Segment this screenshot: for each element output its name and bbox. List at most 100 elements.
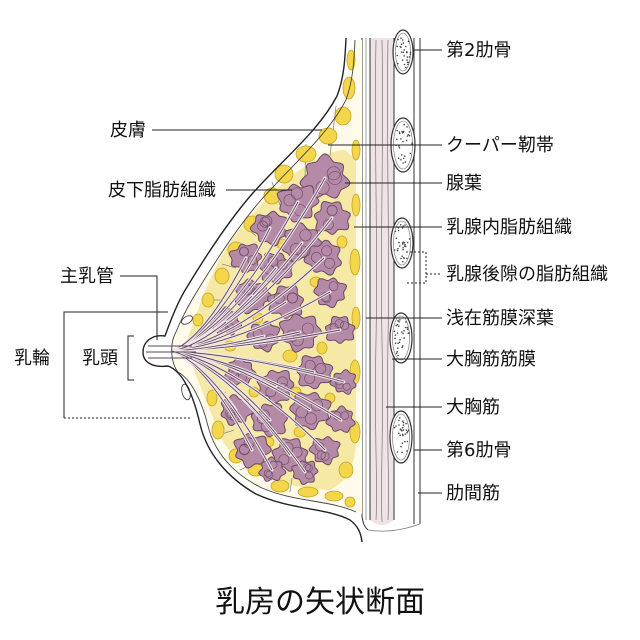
bone-speckle — [399, 319, 401, 321]
bone-speckle — [406, 59, 408, 61]
bone-speckle — [405, 429, 408, 431]
fat-lobule — [192, 313, 204, 327]
bone-speckle — [405, 45, 407, 48]
gland-lobule — [324, 257, 335, 269]
bone-speckle — [401, 346, 403, 349]
bone-speckle — [394, 334, 397, 336]
bone-speckle — [408, 131, 411, 133]
label-areola: 乳輪 — [14, 348, 50, 369]
gland-lobule — [225, 408, 235, 418]
bone-speckle — [401, 442, 404, 445]
leader-line-main-duct — [120, 275, 158, 340]
gland-lobule — [305, 471, 313, 480]
gland-lobule — [303, 463, 312, 471]
label-retromammary-fat: 乳腺後隙の脂肪組織 — [446, 264, 608, 285]
gland-lobule — [328, 281, 339, 292]
gland-lobule — [289, 243, 302, 256]
bone-speckle — [402, 247, 404, 249]
bone-speckle — [406, 56, 409, 58]
bone-speckle — [397, 229, 400, 232]
bone-speckle — [401, 242, 404, 244]
bone-speckle — [403, 49, 406, 51]
bone-speckle — [404, 224, 406, 226]
bone-speckle — [408, 61, 410, 64]
bone-speckle — [397, 247, 399, 250]
bone-speckle — [400, 37, 402, 39]
bone-speckle — [405, 245, 407, 248]
bone-speckle — [403, 337, 405, 339]
label-gland-lobe: 腺葉 — [446, 173, 482, 194]
gland-lobule — [278, 454, 290, 465]
bone-speckle — [407, 63, 409, 66]
bone-speckle — [407, 133, 410, 136]
bone-speckle — [396, 54, 399, 57]
bone-speckle — [394, 230, 397, 233]
skin-outer-line — [142, 37, 363, 543]
chest-wall-bottom — [367, 523, 421, 532]
bone-speckle — [403, 155, 406, 157]
bone-speckle — [395, 324, 398, 327]
gland-lobule — [268, 256, 279, 267]
bone-speckle — [396, 45, 398, 48]
bone-speckle — [403, 245, 406, 247]
fat-lobule — [324, 490, 344, 502]
bone-speckle — [399, 434, 402, 437]
bone-speckle — [396, 129, 398, 132]
bone-speckle — [396, 332, 399, 334]
bone-speckle — [398, 132, 401, 135]
bracket-nipple — [127, 335, 134, 381]
gland-lobule — [310, 251, 322, 263]
bone-speckle — [407, 40, 410, 42]
bone-speckle — [404, 433, 407, 435]
fat-lobule — [336, 235, 348, 249]
bone-speckle — [398, 147, 401, 149]
gland-lobule — [277, 259, 288, 270]
bone-speckle — [402, 51, 405, 54]
fat-lobule — [351, 306, 361, 330]
bone-speckle — [393, 426, 396, 429]
label-pectoralis-major: 大胸筋 — [446, 397, 500, 418]
bone-speckle — [398, 321, 400, 323]
bracket-retromammary-fat — [406, 251, 427, 284]
gland-lobule — [226, 410, 237, 420]
gland-lobule — [342, 382, 351, 391]
bone-speckle — [401, 154, 403, 156]
bone-speckle — [405, 66, 407, 69]
bone-speckle — [405, 257, 408, 260]
bone-speckle — [398, 424, 400, 426]
bone-speckle — [404, 243, 406, 246]
bone-speckle — [407, 429, 410, 431]
bone-speckle — [399, 338, 401, 341]
bone-speckle — [394, 342, 397, 345]
bone-speckle — [397, 157, 400, 160]
label-nipple: 乳頭 — [82, 348, 118, 369]
gland-lobule — [259, 216, 271, 228]
muscle-striation — [375, 39, 377, 521]
duct — [171, 257, 247, 352]
gland-lobule — [304, 412, 317, 425]
gland-lobule — [326, 204, 338, 216]
rib — [389, 312, 413, 364]
gland-lobule — [322, 219, 334, 231]
fat-lobule — [316, 341, 328, 355]
fat-lobule — [282, 349, 298, 363]
bone-speckle — [395, 352, 398, 355]
bone-speckle — [396, 249, 399, 252]
bone-speckle — [399, 428, 402, 431]
label-subcutaneous-fat: 皮下脂肪組織 — [108, 180, 216, 201]
fat-lobule — [270, 479, 290, 493]
cooper-ligament — [221, 263, 237, 269]
label-superficial-fascia: 浅在筋膜深葉 — [446, 308, 554, 329]
fat-lobule — [211, 420, 225, 440]
bone-speckle — [396, 350, 399, 353]
bone-speckle — [402, 429, 405, 431]
bone-speckle — [402, 248, 404, 251]
bone-speckle — [402, 260, 404, 263]
rib-cortex — [393, 220, 411, 266]
bone-speckle — [402, 42, 405, 44]
bone-speckle — [401, 451, 403, 454]
bone-speckle — [401, 255, 404, 257]
bone-speckle — [405, 321, 407, 323]
fat-lobule — [201, 292, 215, 308]
bone-speckle — [397, 354, 399, 357]
